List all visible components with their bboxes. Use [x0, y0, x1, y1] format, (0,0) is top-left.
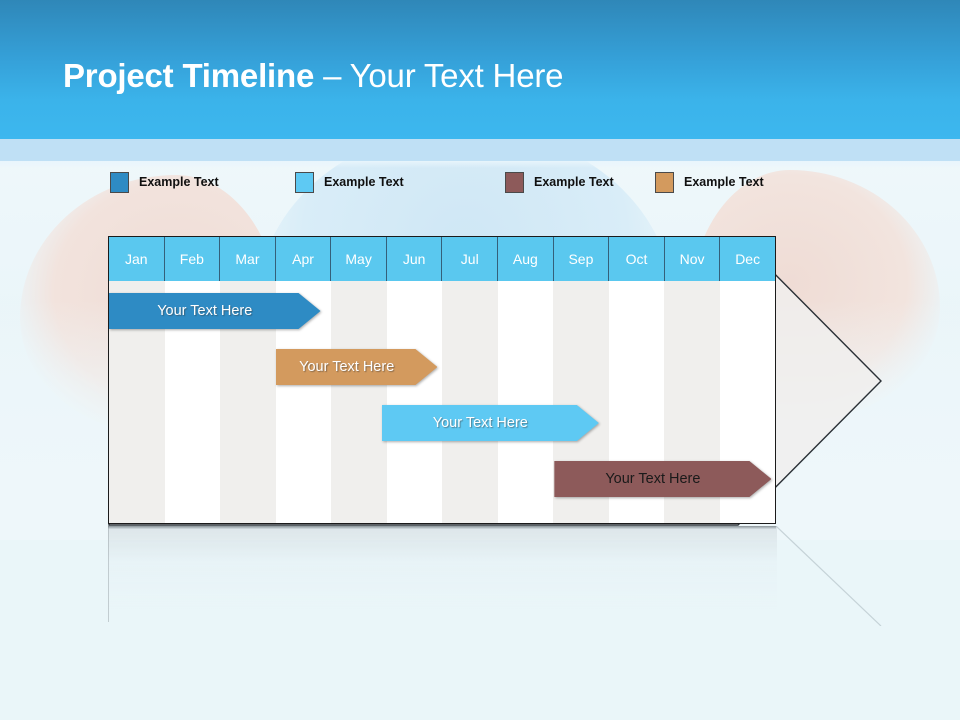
- chart-reflection: [108, 526, 883, 626]
- header-accent-fade: [0, 161, 960, 168]
- legend-item-label: Example Text: [534, 175, 614, 189]
- month-header-cell: Aug: [498, 237, 554, 281]
- month-header-cell: Oct: [609, 237, 665, 281]
- square-swatch-icon: [110, 171, 129, 193]
- page-title-light: – Your Text Here: [314, 57, 564, 94]
- legend-item-label: Example Text: [684, 175, 764, 189]
- month-header-cell: Nov: [664, 237, 721, 281]
- month-header-cell: Jul: [442, 237, 499, 281]
- task-bar-arrow-shape: [276, 349, 437, 385]
- square-swatch-icon: [295, 171, 314, 193]
- month-header-cell: Sep: [553, 237, 610, 281]
- month-header-cell: May: [331, 237, 387, 281]
- month-header-cell: Apr: [275, 237, 332, 281]
- legend-item-label: Example Text: [139, 175, 219, 189]
- square-swatch-icon: [505, 171, 524, 193]
- legend-item: Example Text: [505, 170, 614, 194]
- task-bar-label: Your Text Here: [432, 415, 528, 431]
- grid-column: [497, 281, 553, 523]
- legend-item-label: Example Text: [324, 175, 404, 189]
- legend-item: Example Text: [655, 170, 764, 194]
- legend-item: Example Text: [295, 170, 404, 194]
- month-header-cell: Jun: [386, 237, 443, 281]
- page-title: Project Timeline – Your Text Here: [63, 57, 563, 95]
- task-bar-label: Your Text Here: [299, 359, 395, 375]
- grid-column: [386, 281, 442, 523]
- task-bar[interactable]: Your Text Here: [276, 349, 437, 385]
- page-title-bold: Project Timeline: [63, 57, 315, 94]
- task-bar-label: Your Text Here: [157, 303, 253, 319]
- slide-header: Project Timeline – Your Text Here: [0, 0, 960, 139]
- task-bar-arrow-shape: [554, 461, 771, 497]
- grid-column: [442, 281, 498, 523]
- task-bar-arrow-shape: [382, 405, 599, 441]
- month-header-cell: Jan: [109, 237, 165, 281]
- month-header-cell: Dec: [720, 237, 775, 281]
- grid-column: [331, 281, 387, 523]
- reflection-edge: [108, 526, 776, 529]
- task-bar[interactable]: Your Text Here: [109, 293, 321, 329]
- reflection-body: [108, 526, 777, 622]
- task-bar[interactable]: Your Text Here: [382, 405, 599, 441]
- legend: Example Text Example Text Example Text Exam…: [110, 170, 810, 194]
- task-bar-label: Your Text Here: [605, 471, 701, 487]
- task-bar[interactable]: Your Text Here: [554, 461, 771, 497]
- month-header-cell: Feb: [164, 237, 221, 281]
- header-accent-band: [0, 139, 960, 161]
- task-bar-arrow-shape: [109, 293, 321, 329]
- reflection-arrow: [776, 526, 882, 626]
- square-swatch-icon: [655, 171, 674, 193]
- month-header-cell: Mar: [220, 237, 276, 281]
- legend-item: Example Text: [110, 170, 219, 194]
